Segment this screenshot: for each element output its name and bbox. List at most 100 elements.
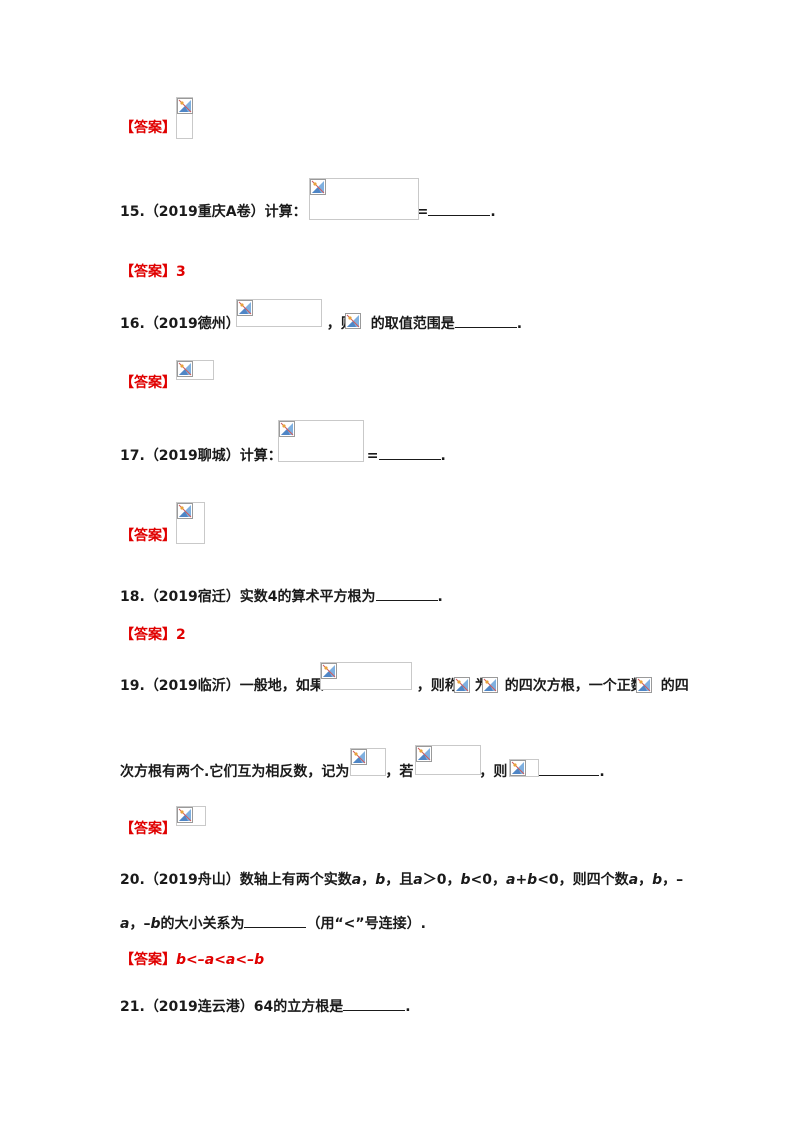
picture-icon bbox=[177, 807, 193, 823]
variable: a bbox=[628, 872, 639, 888]
formula-image bbox=[509, 759, 539, 777]
question-text: 计算： bbox=[264, 204, 307, 220]
formula-image bbox=[636, 677, 652, 693]
formula-image bbox=[350, 748, 386, 776]
question-20: 20.（2019舟山）数轴上有两个实数a，b，且a＞0，b<0，a+b<0，则四… bbox=[120, 870, 683, 890]
answer-row: 【答案】 bbox=[120, 118, 176, 138]
answer-row: 【答案】 bbox=[120, 526, 176, 546]
answer-blank bbox=[375, 585, 438, 601]
question-text: 一般地，如果 bbox=[239, 678, 324, 694]
answer-value: 2 bbox=[176, 627, 186, 643]
variable: b bbox=[527, 872, 538, 888]
formula-image bbox=[176, 97, 193, 139]
question-text: ＞0， bbox=[422, 872, 461, 888]
period: . bbox=[405, 999, 411, 1015]
question-text: ，则称 bbox=[416, 678, 459, 694]
question-text: ，则 bbox=[479, 764, 508, 780]
picture-icon bbox=[237, 300, 253, 316]
picture-icon bbox=[416, 746, 432, 762]
question-source: （2019聊城） bbox=[144, 448, 240, 464]
picture-icon bbox=[177, 361, 193, 377]
picture-icon bbox=[482, 677, 498, 693]
question-text: ，– bbox=[662, 872, 684, 888]
question-source: （2019舟山） bbox=[144, 872, 240, 888]
formula-image bbox=[309, 178, 419, 220]
question-text: 实数4的算术平方根为 bbox=[239, 589, 376, 605]
question-source: （2019德州） bbox=[144, 316, 240, 332]
picture-icon bbox=[177, 503, 193, 519]
question-number: 17. bbox=[120, 448, 145, 464]
answer-value: 3 bbox=[176, 264, 186, 280]
answer-value: b<–a<a<–b bbox=[176, 952, 265, 968]
equals-sign: = bbox=[416, 204, 429, 220]
variable: b bbox=[150, 916, 161, 932]
answer-label: 【答案】 bbox=[120, 528, 176, 544]
formula-image bbox=[454, 677, 470, 693]
period: . bbox=[516, 316, 523, 332]
variable: a bbox=[351, 872, 362, 888]
answer-blank bbox=[428, 200, 491, 216]
question-text: 的四 bbox=[660, 678, 689, 694]
formula-image bbox=[482, 677, 498, 693]
question-text: ，且 bbox=[385, 872, 414, 888]
question-20-continued: a，–b的大小关系为（用“<”号连接）. bbox=[120, 912, 426, 934]
question-18: 18.（2019宿迁）实数4的算术平方根为. bbox=[120, 585, 443, 607]
punctuation: ， bbox=[638, 872, 653, 888]
punctuation: ， bbox=[361, 872, 376, 888]
question-17: 17.（2019聊城）计算：=. bbox=[120, 444, 446, 466]
question-number: 15. bbox=[120, 204, 145, 220]
answer-label: 【答案】 bbox=[120, 120, 176, 136]
question-text: 计算： bbox=[239, 448, 282, 464]
variable: a bbox=[505, 872, 516, 888]
question-text: ，若 bbox=[385, 764, 414, 780]
question-source: （2019重庆A卷） bbox=[144, 204, 265, 220]
picture-icon bbox=[310, 179, 326, 195]
question-text: 64的立方根是 bbox=[253, 999, 344, 1015]
answer-label: 【答案】 bbox=[120, 627, 176, 643]
answer-blank bbox=[244, 912, 307, 928]
picture-icon bbox=[351, 749, 367, 765]
formula-image bbox=[176, 806, 206, 826]
formula-image bbox=[320, 662, 412, 690]
question-number: 19. bbox=[120, 678, 145, 694]
variable: a bbox=[120, 916, 130, 932]
question-text: 的四次方根，一个正数 bbox=[504, 678, 645, 694]
period: . bbox=[437, 589, 443, 605]
picture-icon bbox=[279, 421, 295, 437]
operator: + bbox=[515, 872, 528, 888]
answer-blank bbox=[454, 312, 517, 328]
answer-label: 【答案】 bbox=[120, 952, 176, 968]
formula-image bbox=[236, 299, 322, 327]
question-text: （用“<”号连接）. bbox=[306, 916, 426, 932]
answer-blank bbox=[378, 444, 441, 460]
period: . bbox=[440, 448, 446, 464]
picture-icon bbox=[510, 760, 526, 776]
variable: a bbox=[413, 872, 423, 888]
variable: b bbox=[375, 872, 386, 888]
answer-row: 【答案】b<–a<a<–b bbox=[120, 950, 264, 970]
answer-row: 【答案】2 bbox=[120, 625, 186, 645]
formula-image bbox=[345, 313, 362, 330]
formula-image bbox=[278, 420, 364, 462]
period: . bbox=[599, 764, 605, 780]
question-text: <0， bbox=[470, 872, 506, 888]
formula-image bbox=[415, 745, 481, 775]
question-text: 次方根有两个.它们互为相反数，记为 bbox=[120, 764, 350, 780]
question-19-continued: 次方根有两个.它们互为相反数，记为 ，若 ，则. bbox=[120, 760, 605, 782]
picture-icon bbox=[636, 677, 652, 693]
question-source: （2019连云港） bbox=[144, 999, 254, 1015]
picture-icon bbox=[321, 663, 337, 679]
picture-icon bbox=[454, 677, 470, 693]
question-number: 18. bbox=[120, 589, 145, 605]
picture-icon bbox=[345, 313, 361, 329]
question-source: （2019临沂） bbox=[144, 678, 240, 694]
formula-image bbox=[176, 360, 214, 380]
answer-blank bbox=[537, 760, 600, 776]
answer-blank bbox=[343, 995, 406, 1011]
question-source: （2019宿迁） bbox=[144, 589, 240, 605]
question-text: <0，则四个数 bbox=[537, 872, 629, 888]
question-text: 数轴上有两个实数 bbox=[239, 872, 352, 888]
question-text: ，– bbox=[129, 916, 151, 932]
answer-row: 【答案】 bbox=[120, 373, 176, 393]
answer-row: 【答案】3 bbox=[120, 262, 186, 282]
